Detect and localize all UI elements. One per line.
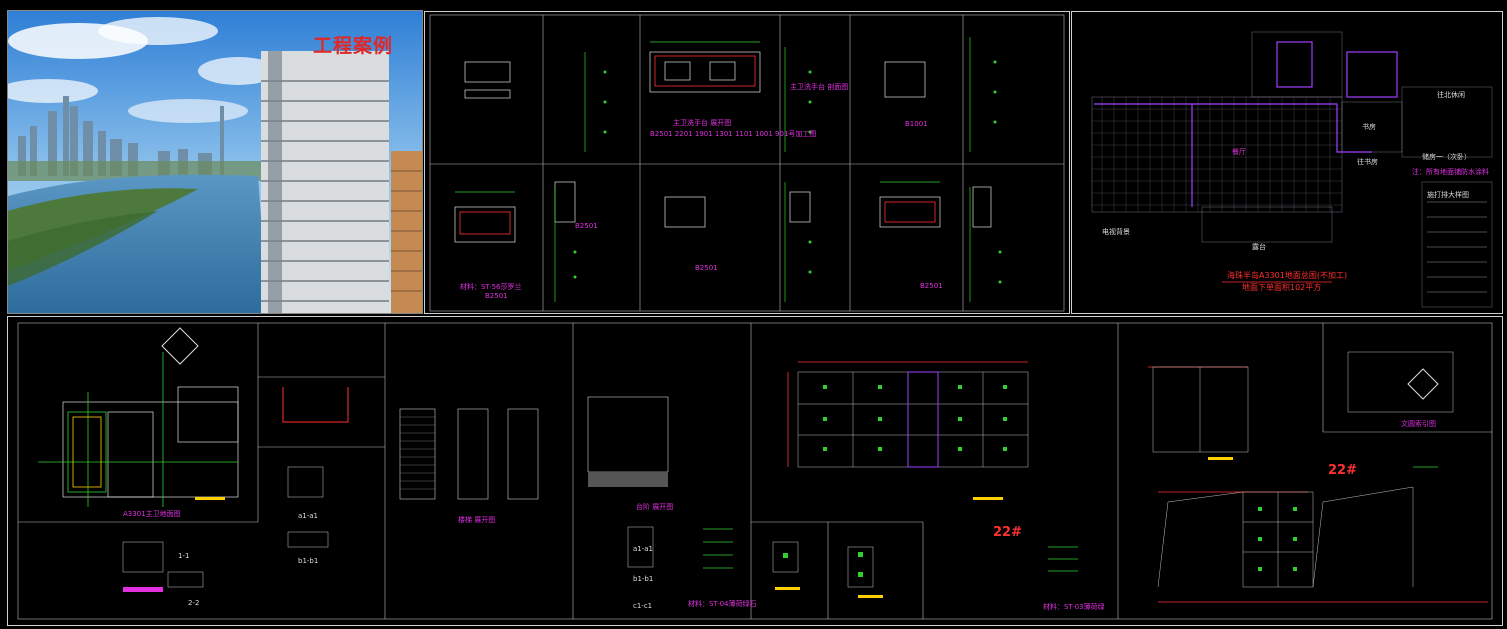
cad-sheet-washbasin-details: 主卫洗手台 展开图 B2501 2201 1901 1301 1101 1001…	[424, 11, 1070, 314]
cad-label: B2501	[695, 264, 718, 272]
room-label: 往北休闲	[1437, 91, 1465, 99]
cad-label: 主卫洗手台 展开图	[673, 119, 732, 127]
drawing-number: 22#	[993, 525, 1022, 540]
drawing-title: A3301主卫地面图	[123, 510, 181, 518]
drawing-title: 台阶 展开图	[636, 503, 674, 511]
room-label: 储房一（次卧）	[1422, 153, 1471, 161]
material-label: 材料：ST-04薄荷绿石	[688, 600, 757, 608]
cad-label: B2501	[920, 282, 943, 290]
cad-label: 主卫洗手台 剖面图	[790, 83, 849, 91]
drawing-number: 22#	[1328, 463, 1357, 478]
room-label: 露台	[1252, 243, 1266, 251]
cad-label: B2501 2201 1901 1301 1101 1001 901号加工图	[650, 130, 817, 138]
room-label: 餐厅	[1232, 148, 1246, 156]
photo-title: 工程案例	[313, 35, 394, 57]
drawing-title: 文圆索引图	[1401, 420, 1436, 428]
material-label: 材料：ST-03薄荷绿	[1043, 603, 1105, 611]
room-label: 电视背景	[1102, 228, 1130, 236]
section-label: b1-b1	[633, 575, 654, 583]
drawing-title: 海珠半岛A3301地面总图(不加工)	[1227, 271, 1348, 280]
cad-label: B2501	[575, 222, 598, 230]
cad-label: 材料：ST-56莎罗兰	[460, 283, 522, 291]
section-label: a1-a1	[298, 512, 319, 520]
room-label: 书房	[1362, 123, 1376, 131]
legend-title: 施打排大样图	[1427, 191, 1469, 199]
cad-floor-plan-lines	[1091, 31, 1493, 308]
section-label: c1-c1	[633, 602, 653, 610]
cad-sheet-bathroom-stairs: A3301主卫地面图 a1-a1 b1-b1 1-1 2-2 楼梯 展开图 台阶…	[7, 316, 1503, 626]
room-label: 往书房	[1357, 158, 1378, 166]
section-label: 1-1	[178, 552, 190, 560]
section-label: 2-2	[188, 599, 200, 607]
drawing-title: 楼梯 展开图	[458, 516, 496, 524]
project-photo: 工程案例	[7, 10, 423, 314]
cad-label: B1001	[905, 120, 928, 128]
drawing-subtitle: 地面下单面积102平方	[1242, 283, 1322, 292]
cad-bottom-lines	[17, 322, 1493, 620]
cad-sheet-floor-plan: 餐厅 书房 往书房 往北休闲 储房一（次卧） 注：所有地面铺防水涂料 电视背景 …	[1071, 11, 1503, 314]
city-skyline-image	[8, 11, 422, 313]
cad-drawing-lines	[429, 14, 1065, 312]
section-label: a1-a1	[633, 545, 654, 553]
cad-label: B2501	[485, 292, 508, 300]
section-label: b1-b1	[298, 557, 319, 565]
note-label: 注：所有地面铺防水涂料	[1412, 168, 1489, 176]
